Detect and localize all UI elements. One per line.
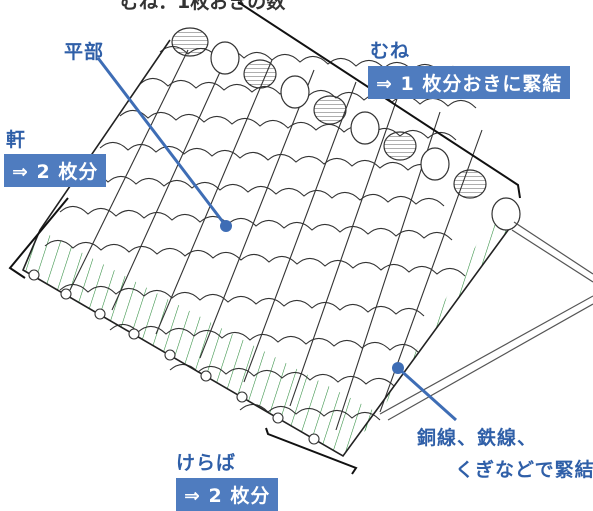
tile-course	[79, 173, 445, 207]
flat-leader-dot	[220, 220, 232, 232]
tile-joint	[111, 49, 231, 311]
verge-zone	[343, 214, 514, 456]
tile-joint	[69, 49, 189, 291]
cropped-header-text: むね：1枚おきの数	[120, 0, 286, 13]
tile-course	[59, 205, 453, 241]
flat-label: 平部	[64, 41, 105, 63]
ridge-note-box: ⇒ 1 枚分おきに緊結	[368, 66, 571, 99]
ridge-bracket	[237, 1, 521, 199]
tile-joint	[289, 95, 399, 407]
ridge-tiles	[171, 27, 521, 231]
verge-bracket	[265, 427, 358, 475]
tile-course	[59, 283, 425, 317]
eaves-zone	[23, 230, 380, 456]
roof-edge-rails	[379, 221, 593, 421]
roof-tiles	[44, 45, 497, 431]
tile-course	[44, 239, 466, 277]
fasten-leader-dot	[392, 362, 404, 374]
eaves-bracket	[8, 197, 69, 279]
tile-joint	[199, 69, 315, 359]
tile-course	[169, 363, 395, 387]
eave-tile-ends	[28, 269, 320, 445]
tile-joint	[155, 59, 273, 335]
flat-leader	[96, 57, 228, 227]
tile-course	[109, 323, 419, 353]
leader-lines	[96, 57, 458, 422]
tile-course	[239, 403, 381, 421]
eaves-label: 軒	[6, 129, 27, 151]
ridge-label: むね	[370, 40, 411, 62]
tile-course	[99, 141, 437, 173]
tile-joint	[243, 81, 357, 383]
verge-label: けらば	[176, 452, 237, 474]
fasten-label-line2: くぎなどで緊結	[455, 459, 593, 481]
hatched-fasten-zones	[23, 214, 514, 456]
eaves-note-box: ⇒ 2 枚分	[4, 154, 107, 187]
verge-note-box: ⇒ 2 枚分	[176, 478, 279, 511]
fasten-label-line1: 銅線、鉄線、	[417, 427, 538, 449]
fasten-leader	[396, 366, 458, 422]
brackets	[8, 1, 521, 475]
